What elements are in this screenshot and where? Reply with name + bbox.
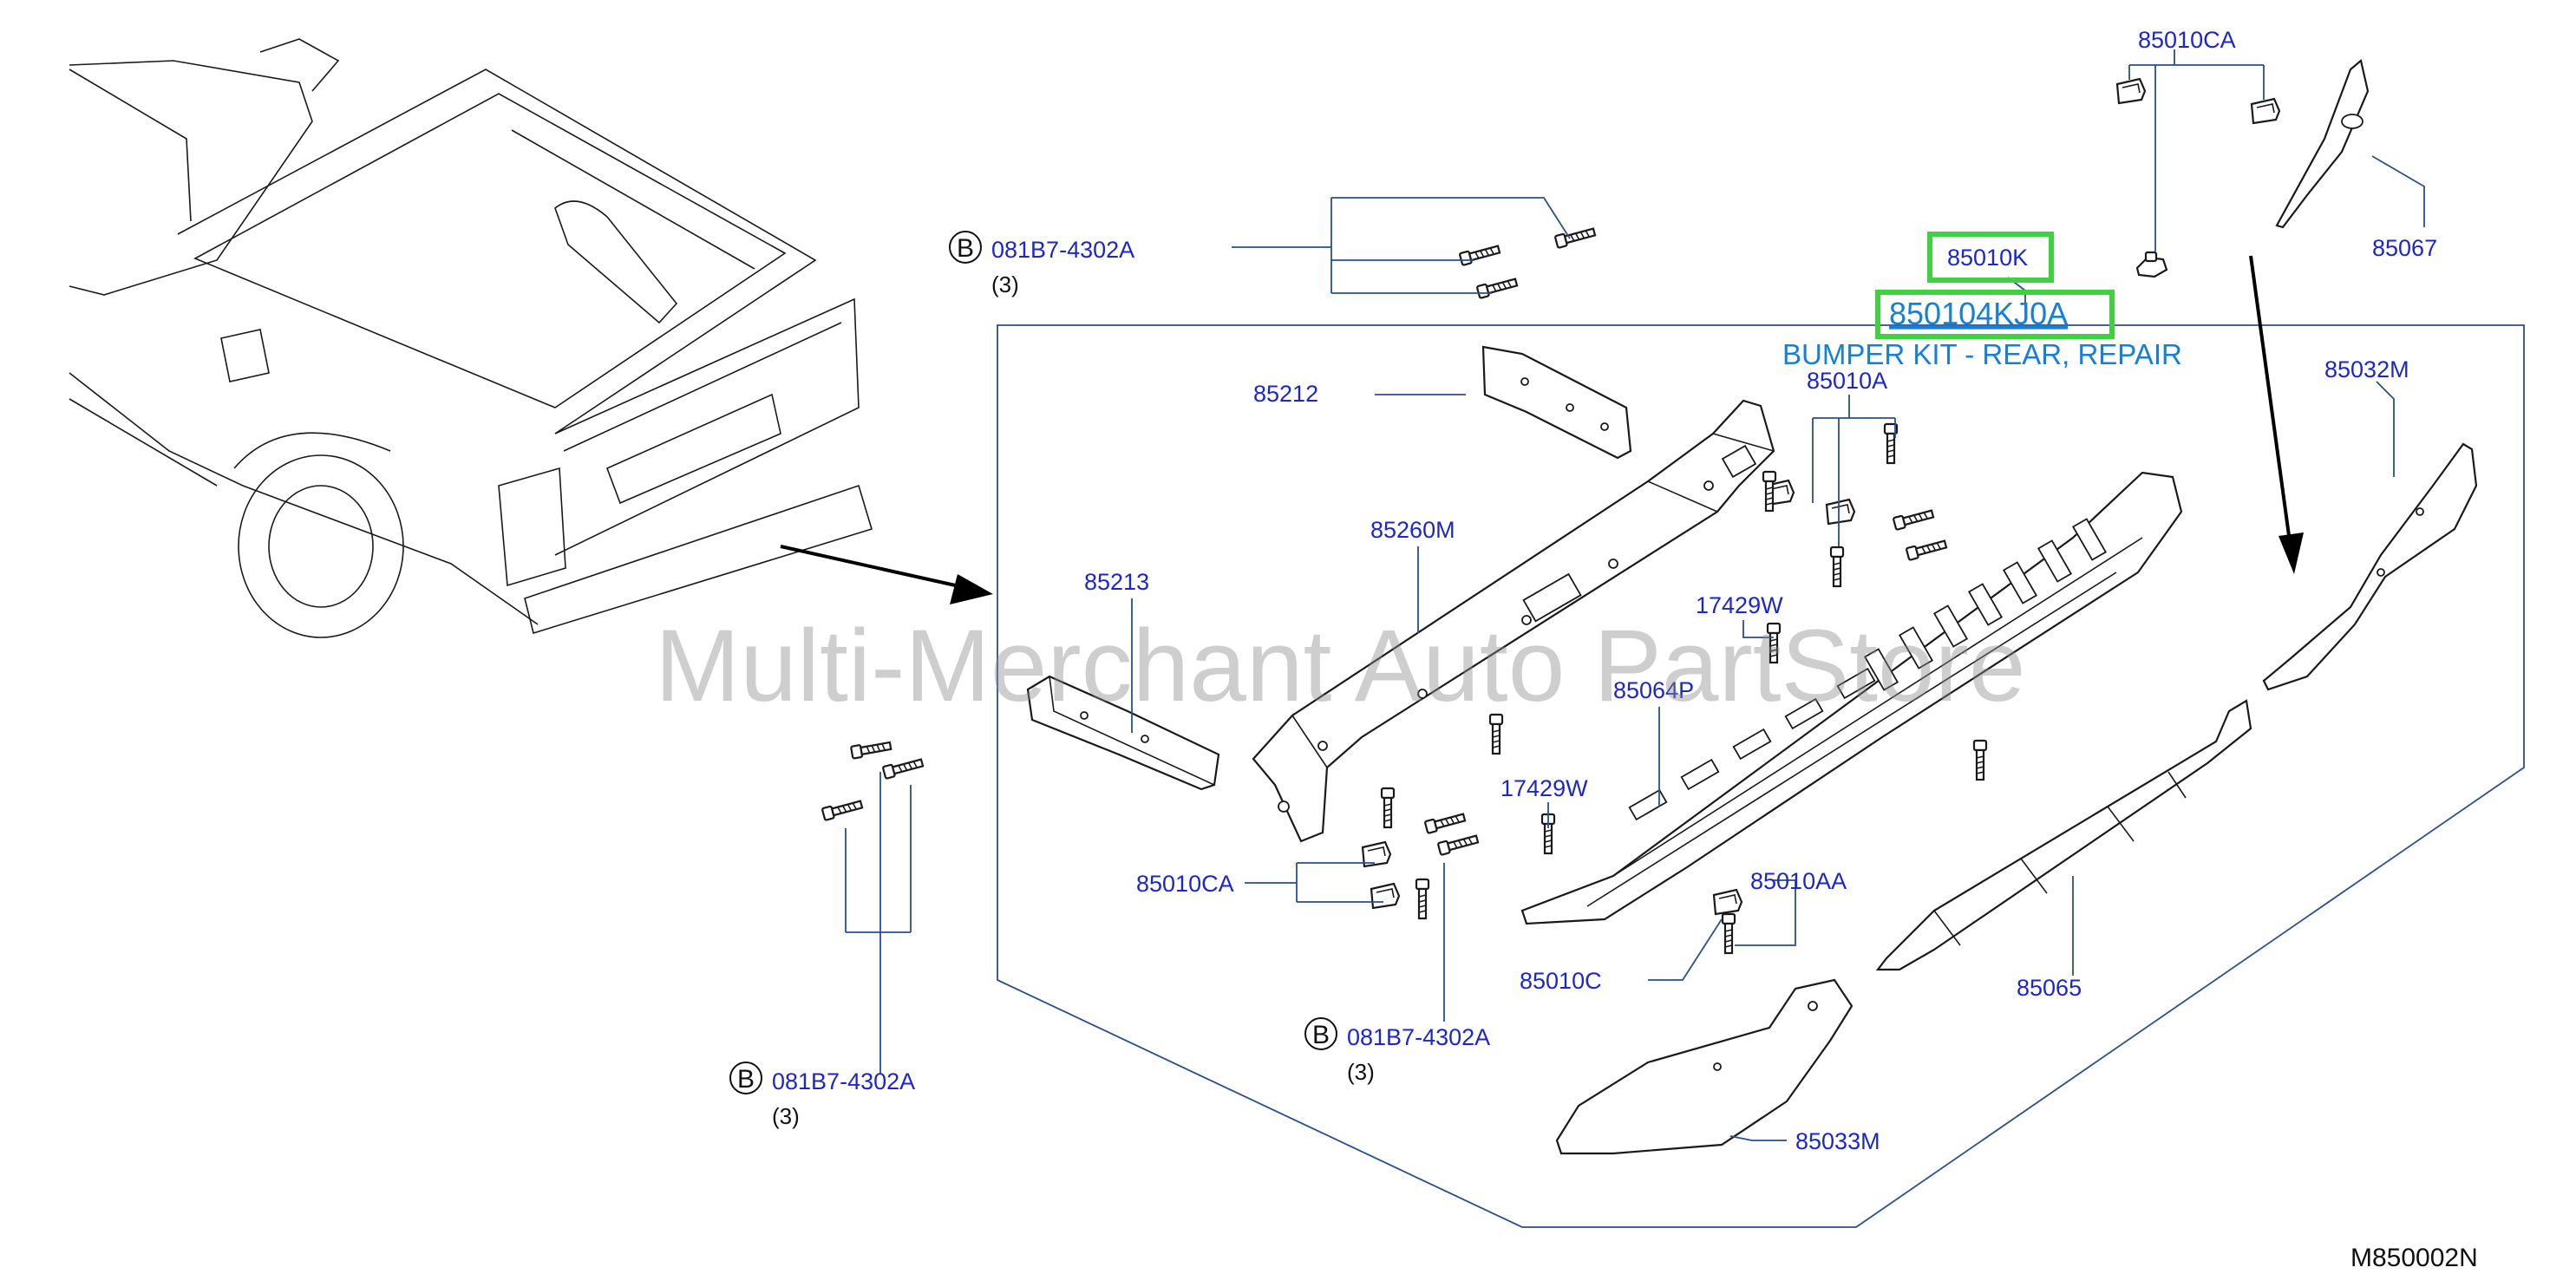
part-85032M-corner	[2262, 442, 2478, 691]
label-85010K: 85010K	[1947, 245, 2028, 271]
bolt-callout-left: B 081B7-4302A (3)	[729, 1062, 915, 1129]
clip-85010A-2	[1825, 498, 1856, 526]
bolt-letter-left: B	[737, 1065, 755, 1094]
label-85064P: 85064P	[1613, 677, 1694, 703]
bolt-callout-mid: B 081B7-4302A (3)	[1304, 1017, 1490, 1085]
highlight-85010K	[1927, 232, 2054, 283]
bolt-part-top: 081B7-4302A	[991, 237, 1134, 263]
part-labels: 85010CA 85067 85032M 85212 85010A 85260M…	[1084, 27, 2437, 1154]
label-85033M: 85033M	[1795, 1128, 1880, 1154]
part-85033M-corner	[1555, 978, 1854, 1155]
label-17429W-b: 17429W	[1500, 775, 1588, 801]
bolt-qty-top: (3)	[991, 271, 1019, 297]
bolts	[821, 225, 1988, 955]
label-85010CA-mid: 85010CA	[1136, 871, 1234, 897]
pickup-truck-sketch	[69, 38, 873, 638]
bolt-qty-left: (3)	[772, 1103, 800, 1129]
label-85260M: 85260M	[1370, 517, 1455, 543]
diagram-code: M850002N	[2350, 1244, 2478, 1272]
label-85067: 85067	[2372, 235, 2437, 261]
bolt-qty-mid: (3)	[1347, 1059, 1375, 1085]
kit-part-number-link[interactable]: 850104KJ0A	[1889, 296, 2068, 331]
arrow-to-corner	[2249, 255, 2304, 574]
part-85260M-reinforcement	[1252, 399, 1775, 843]
bolt-callout-top: B 081B7-4302A (3)	[949, 231, 1134, 297]
assembly-group-outline	[997, 324, 2525, 1228]
highlight-kit-part-number	[1875, 290, 2115, 339]
step-pad-slots	[1628, 518, 2108, 821]
part-85212-bracket	[1481, 345, 1632, 460]
part-85067-trim	[2275, 59, 2370, 229]
arrow-truck-to-bumper	[780, 545, 993, 604]
leader-lines	[845, 49, 2425, 1141]
kit-description: BUMPER KIT - REAR, REPAIR	[1782, 338, 2182, 370]
label-85212: 85212	[1253, 381, 1318, 407]
clip-85010CA-top-1	[2115, 77, 2147, 105]
watermark-text: Multi-Merchant Auto PartStore	[655, 609, 2026, 723]
clip-85010CA-top-2	[2250, 97, 2281, 125]
label-85010C: 85010C	[1520, 968, 1602, 994]
part-85064P-step-pad	[1520, 471, 2183, 925]
kit-callout: 85010K 850104KJ0A BUMPER KIT - REAR, REP…	[1782, 232, 2182, 370]
nut-85010CA-top	[2135, 251, 2168, 278]
label-85010A: 85010A	[1807, 368, 1887, 394]
label-85065: 85065	[2017, 975, 2082, 1001]
clip-85010C	[1712, 888, 1743, 916]
clip-85010CA-mid-2	[1370, 882, 1401, 910]
label-85010CA-top: 85010CA	[2138, 27, 2236, 53]
part-85213-bracket	[1026, 675, 1220, 791]
label-85213: 85213	[1084, 569, 1149, 595]
label-85032M: 85032M	[2324, 356, 2409, 382]
bolt-part-left: 081B7-4302A	[772, 1068, 915, 1094]
bolt-letter-mid: B	[1312, 1021, 1330, 1049]
bolt-part-mid: 081B7-4302A	[1347, 1024, 1490, 1050]
label-85010AA: 85010AA	[1750, 868, 1847, 894]
bolt-letter-top: B	[957, 234, 974, 263]
label-17429W-a: 17429W	[1696, 592, 1783, 618]
part-85065-lower-fascia	[1875, 699, 2252, 971]
